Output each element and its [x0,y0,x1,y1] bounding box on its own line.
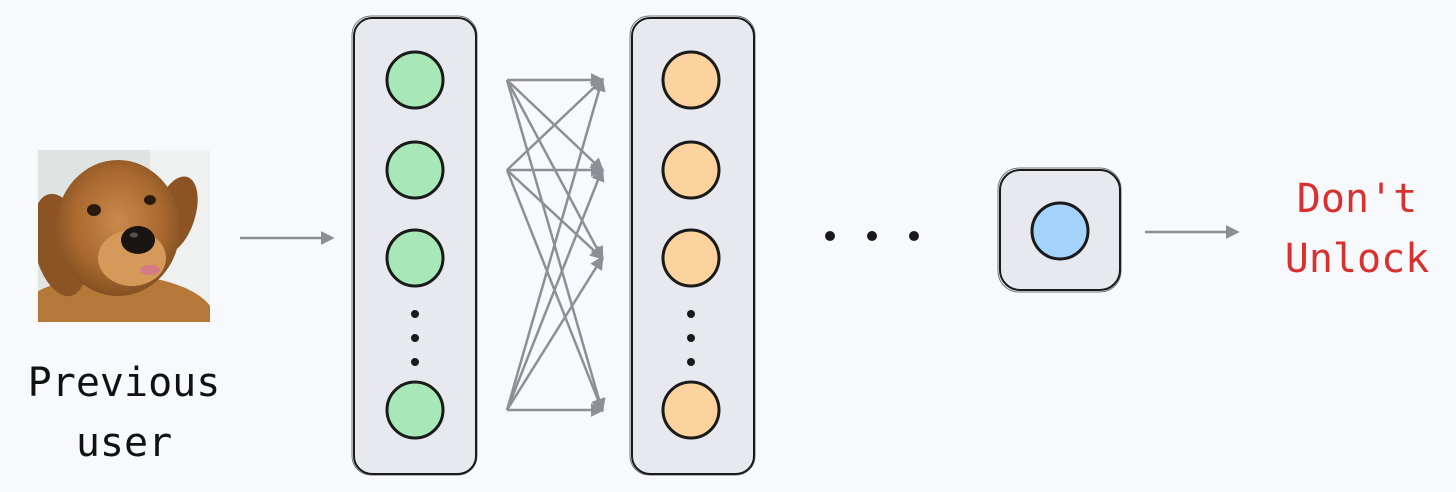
input-caption-line2: user [76,420,172,466]
neuron [385,380,445,440]
dog-photo [38,150,210,322]
neuron [661,140,721,200]
output-label-line2: Unlock [1285,236,1430,282]
horizontal-ellipsis [825,231,919,241]
vertical-ellipsis [687,310,695,366]
output-layer [997,167,1122,293]
output-label-line1: Don't [1297,176,1417,222]
vertical-ellipsis [411,310,419,366]
hidden-layer-2 [629,15,756,476]
neuron [661,228,721,288]
hidden-layer-1 [351,15,478,476]
input-caption-line1: Previous [28,360,221,406]
neuron [385,228,445,288]
neuron [661,380,721,440]
neuron [661,50,721,110]
neuron [385,50,445,110]
output-neuron [1030,201,1090,261]
neuron [385,140,445,200]
layer-connections [505,73,606,417]
